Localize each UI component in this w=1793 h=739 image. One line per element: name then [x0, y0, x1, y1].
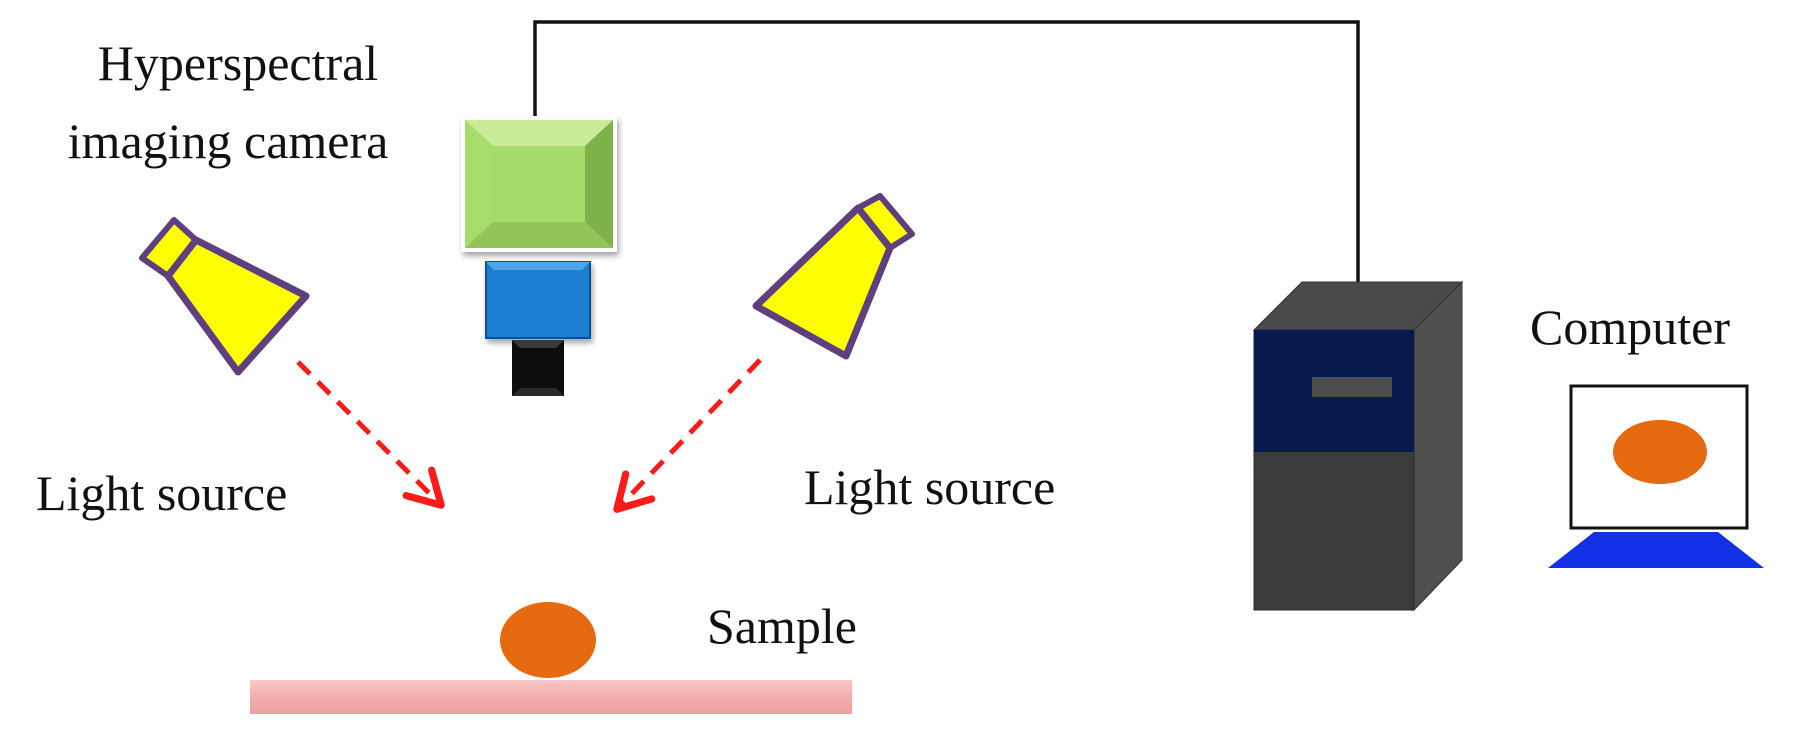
lamp-left-icon: [139, 217, 310, 376]
monitor-stand: [1548, 532, 1764, 568]
camera-icon: [461, 116, 617, 396]
light-ray-right-arrow: [613, 358, 762, 513]
monitor-icon: [1548, 384, 1764, 568]
camera-body: [461, 116, 617, 252]
sample-label: Sample: [707, 598, 857, 654]
camera-label-line2: imaging camera: [68, 113, 389, 169]
computer-label: Computer: [1530, 299, 1730, 355]
sample-icon: [500, 602, 596, 678]
camera-aperture: [512, 340, 564, 396]
monitor-sample-image: [1613, 420, 1707, 484]
camera-label-line1: Hyperspectral: [98, 35, 378, 91]
tower-drive-slot: [1312, 377, 1392, 397]
light-source-left-label: Light source: [36, 465, 287, 521]
camera-to-computer-cable: [533, 20, 1360, 282]
light-source-right-label: Light source: [804, 459, 1055, 515]
sample-stage: [250, 680, 852, 714]
lamp-right-head: [752, 204, 894, 360]
lamp-right-icon: [752, 193, 915, 360]
computer-tower-icon: [1252, 280, 1464, 612]
camera-lens: [485, 261, 591, 339]
lamp-left-head: [164, 236, 310, 376]
light-ray-left-arrow: [296, 360, 445, 509]
tower-side: [1413, 280, 1463, 612]
